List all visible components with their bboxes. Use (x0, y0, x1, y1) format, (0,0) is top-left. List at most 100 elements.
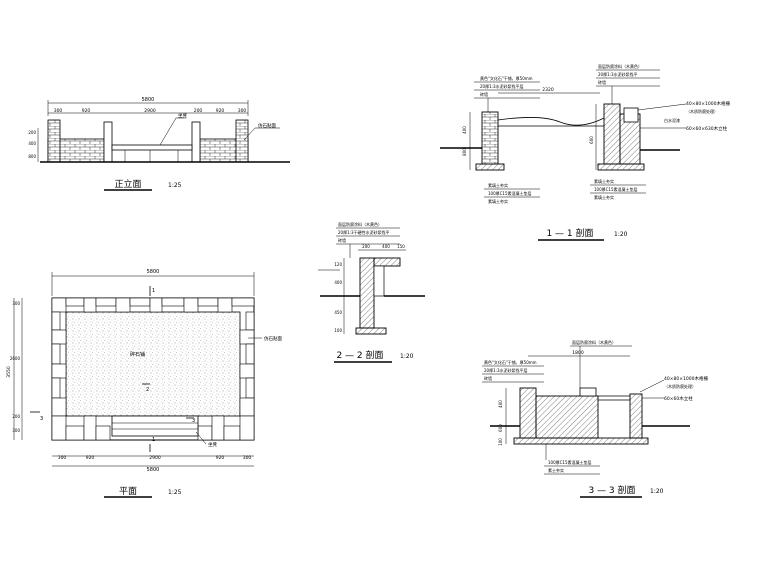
s11-h-3: 600 (589, 136, 594, 144)
s11-note-right-bot: 砖墙 (598, 79, 606, 85)
s33-h-2: 600 (498, 424, 503, 432)
s33-base-note: 素土夯实 (548, 467, 564, 473)
plan-left-3: 200 (12, 414, 20, 419)
elev-post-left (103, 121, 113, 163)
plan-stone-border (51, 297, 255, 441)
elev-h-1: 200 (28, 130, 36, 135)
plan-marker-1b: 1 (152, 437, 155, 443)
s22-scale: 1:20 (400, 353, 414, 360)
s22-wall (359, 257, 375, 329)
elevation-overall-dim: 5800 (142, 97, 155, 103)
s33-h-3: 100 (498, 438, 503, 446)
plan-marker-3a: 3 (40, 416, 43, 422)
s11-conc-left: 100厚C15素混凝土垫层 (488, 190, 532, 196)
elev-h-3: 800 (28, 154, 36, 159)
s11-conc-right: 100厚C15素混凝土垫层 (594, 186, 638, 192)
elev-seg-2: 920 (82, 108, 91, 114)
s11-base-right: 素填土夯实 (594, 194, 614, 200)
s33-footing (513, 437, 649, 445)
elev-seg-1: 300 (54, 108, 63, 114)
s22-h-2: 400 (334, 280, 342, 285)
s33-beam-label: 40×80×1000木格栅 (664, 375, 708, 382)
s11-title: 1 — 1 剖面 (546, 227, 593, 239)
section-2-2: 面层防腐涂料（木黄色） 20厚1:3干硬性水泥砂浆找平 砖墙 200 400 1… (318, 221, 425, 363)
s11-base-left: 素填土夯实 (488, 198, 508, 204)
elevation-view: 5800 300 920 2900 200 920 300 200 400 80… (28, 97, 290, 191)
elev-seg-4: 200 (194, 108, 203, 114)
s11-base-left-top: 素填土夯实 (488, 182, 508, 188)
plan-left-4: 300 (12, 428, 20, 433)
s22-h-1: 120 (334, 262, 342, 267)
plan-paving-label: 碎石铺 (130, 351, 145, 358)
s11-mid-dim: 2320 (542, 87, 554, 93)
elevation-title: 正立面 (114, 178, 141, 190)
s33-scale: 1:20 (650, 488, 664, 495)
plan-seg-1: 300 (58, 455, 67, 461)
s11-base-right-top: 素填土夯实 (594, 178, 614, 184)
s11-note-left-mid: 20厚1:3水泥砂浆找平层 (480, 83, 524, 89)
s22-mid-note: 20厚1:3干硬性水泥砂浆找平 (338, 229, 390, 235)
elev-seg-6: 300 (238, 108, 247, 114)
section-3-3: 面层防腐涂料（木黄色） 黄色"文化石"干铺，厚50mm 20厚1:3水泥砂浆找平… (482, 339, 708, 498)
s33-beam-sub: （木质防腐处理） (664, 383, 696, 389)
s22-title: 2 — 2 剖面 (336, 349, 383, 361)
plan-bench (111, 415, 199, 437)
s33-note-left2: 20厚1:3水泥砂浆找平层 (484, 367, 528, 373)
s22-w-3: 150 (397, 244, 405, 249)
s22-h-4: 100 (334, 328, 342, 333)
s33-note-top: 面层防腐涂料（木黄色） (572, 339, 616, 345)
s11-scale: 1:20 (614, 231, 628, 238)
s22-w-2: 400 (382, 244, 390, 249)
plan-left-dim: 3550 (6, 366, 12, 378)
plan-wall-label: 仿石贴面 (264, 335, 282, 342)
elev-h-2: 400 (28, 141, 36, 146)
s11-right-wall (603, 103, 621, 165)
s22-top-note: 面层防腐涂料（木黄色） (338, 221, 382, 227)
elevation-segment-dims: 300 920 2900 200 920 300 (54, 108, 247, 114)
plan-seg-2: 920 (86, 455, 95, 461)
s33-conc-note: 100厚C15素混凝土垫层 (548, 459, 592, 465)
plan-bench-label: 坐凳 (208, 441, 217, 448)
plan-marker-3b: 3 (192, 418, 195, 424)
plan-seg-3: 2900 (149, 455, 161, 461)
s33-note-left3: 砖墙 (484, 375, 492, 381)
s11-note-right-top: 面层防腐涂料（木黄色） (598, 63, 642, 69)
plan-title: 平面 (119, 486, 137, 497)
s22-cap (373, 257, 401, 267)
s11-left-wall (481, 111, 499, 165)
plan-left-2: 2600 (10, 356, 21, 361)
elev-seg-5: 920 (216, 108, 225, 114)
plan-paving (65, 311, 241, 417)
elev-bench-label: 坐凳 (178, 112, 187, 119)
s33-rail-label: 60×60木立柱 (664, 395, 693, 402)
s33-top-dim: 1800 (572, 350, 584, 356)
s11-h-1: 400 (462, 126, 467, 134)
s22-h-3: 450 (334, 310, 342, 315)
elevation-scale: 1:25 (168, 182, 182, 189)
plan-left-1: 300 (12, 301, 20, 306)
elev-wall-label: 仿石贴面 (258, 122, 276, 129)
s11-rail-label: 60×60×630木立柱 (686, 125, 728, 132)
elev-pier-left (47, 119, 61, 163)
elev-pier-right (235, 119, 249, 163)
plan-top-dim: 5800 (147, 269, 160, 275)
s33-left-pier (519, 387, 537, 439)
elev-bench (111, 144, 193, 151)
plan-bottom-dim: 5800 (147, 467, 160, 473)
s33-right-post (629, 393, 643, 439)
s33-bench-mass (535, 395, 599, 439)
s33-h-1: 400 (498, 400, 503, 408)
plan-seg-4: 920 (216, 455, 225, 461)
s11-beam-sub: （木质防腐处理） (686, 108, 718, 114)
s11-note-left-bot: 砖墙 (480, 91, 488, 97)
elev-seg-3: 2900 (144, 108, 156, 114)
s33-note-left1: 黄色"文化石"干铺，厚50mm (484, 359, 537, 365)
plan-seg-5: 300 (243, 455, 252, 461)
s11-col-note: 白水泥漆 (664, 117, 680, 123)
elev-post-right (191, 121, 201, 163)
s11-beam-label: 40×80×1000木格栅 (686, 100, 730, 107)
plan-marker-1a: 1 (152, 288, 155, 294)
s11-note-left-top: 黄色"文化石"干铺，厚50mm (480, 75, 533, 81)
s22-w-1: 200 (362, 244, 370, 249)
